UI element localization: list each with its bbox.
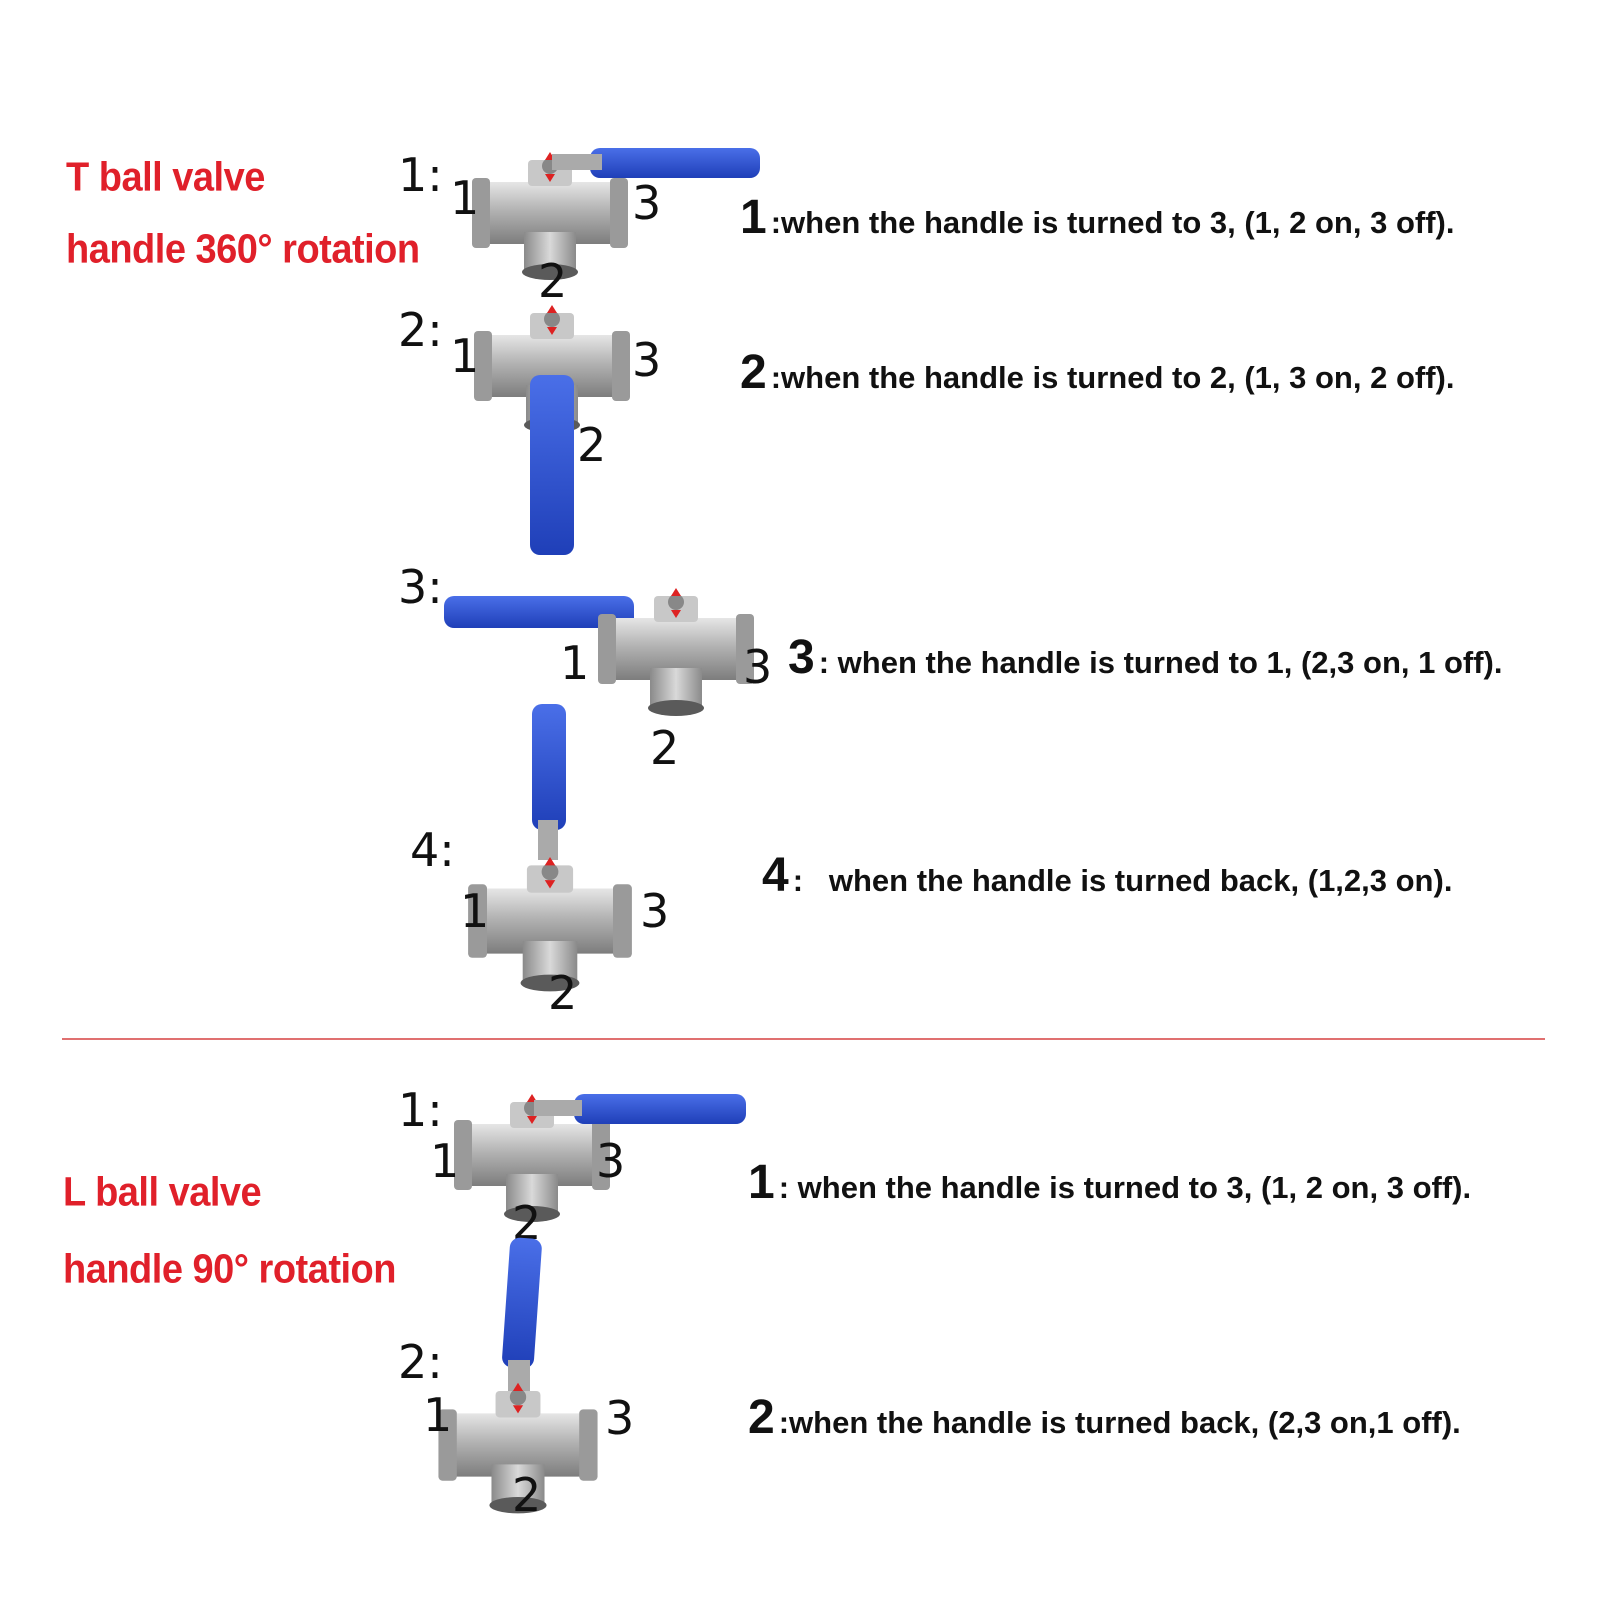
l-step1-text: when the handle is turned to 3, (1, 2 on… — [797, 1170, 1472, 1205]
t3-port-3: 3 — [743, 640, 773, 694]
ball-valve-icon — [468, 704, 632, 992]
t-step2-label: 2: — [398, 303, 443, 357]
t1-port-1: 1 — [450, 171, 480, 225]
ball-valve-icon — [454, 1094, 746, 1222]
l1-port-3: 3 — [596, 1134, 626, 1188]
l-step2-num: 2 — [748, 1391, 775, 1444]
l2-port-2: 2 — [512, 1468, 542, 1522]
t-step4-text: when the handle is turned back, (1,2,3 o… — [828, 863, 1453, 898]
t1-port-3: 3 — [632, 176, 662, 230]
l-step1-num: 1 — [748, 1156, 775, 1209]
t-step2-text: when the handle is turned to 2, (1, 3 on… — [781, 360, 1455, 395]
t-step1-text: when the handle is turned to 3, (1, 2 on… — [781, 205, 1455, 240]
l-valve-subtitle: handle 90° rotation — [63, 1247, 396, 1293]
l-step2-desc: 2:when the handle is turned back, (2,3 o… — [748, 1391, 1461, 1444]
t2-port-1: 1 — [450, 329, 480, 383]
t-valve-title: T ball valve — [66, 155, 265, 201]
l1-port-1: 1 — [430, 1134, 460, 1188]
l-step2-text: when the handle is turned back, (2,3 on,… — [789, 1405, 1461, 1440]
t1-port-2: 2 — [538, 254, 568, 308]
l-step1-label: 1: — [398, 1083, 443, 1137]
t3-port-2: 2 — [650, 721, 680, 775]
t3-port-1: 1 — [560, 636, 590, 690]
t2-port-2: 2 — [577, 418, 607, 472]
t-step1-desc: 1:when the handle is turned to 3, (1, 2 … — [740, 191, 1455, 244]
t-valve-subtitle: handle 360° rotation — [66, 227, 420, 273]
t-step3-desc: 3: when the handle is turned to 1, (2,3 … — [788, 631, 1503, 684]
t-step4-desc: 4: when the handle is turned back, (1,2,… — [762, 849, 1453, 902]
t-step1-label: 1: — [398, 148, 443, 202]
t4-port-2: 2 — [548, 966, 578, 1020]
t-step2-desc: 2:when the handle is turned to 2, (1, 3 … — [740, 346, 1455, 399]
t-step2-num: 2 — [740, 346, 767, 399]
t4-port-3: 3 — [640, 884, 670, 938]
l-step1-desc: 1: when the handle is turned to 3, (1, 2… — [748, 1156, 1472, 1209]
t-step3-text: when the handle is turned to 1, (2,3 on,… — [837, 645, 1503, 680]
t-step4-num: 4 — [762, 849, 789, 902]
ball-valve-icon — [474, 305, 630, 555]
t-step3-label: 3: — [398, 560, 443, 614]
ball-valve-icon — [438, 1237, 598, 1514]
ball-valve-icon — [444, 588, 754, 716]
t-step4-label: 4: — [410, 823, 455, 877]
ball-valve-icon — [472, 148, 760, 280]
l2-port-3: 3 — [605, 1391, 635, 1445]
l-step2-label: 2: — [398, 1335, 443, 1389]
l2-port-1: 1 — [423, 1388, 453, 1442]
t-step3-num: 3 — [788, 631, 815, 684]
t2-port-3: 3 — [632, 333, 662, 387]
t4-port-1: 1 — [460, 884, 490, 938]
section-divider — [62, 1038, 1545, 1040]
t-step1-num: 1 — [740, 191, 767, 244]
l-valve-title: L ball valve — [63, 1170, 262, 1216]
